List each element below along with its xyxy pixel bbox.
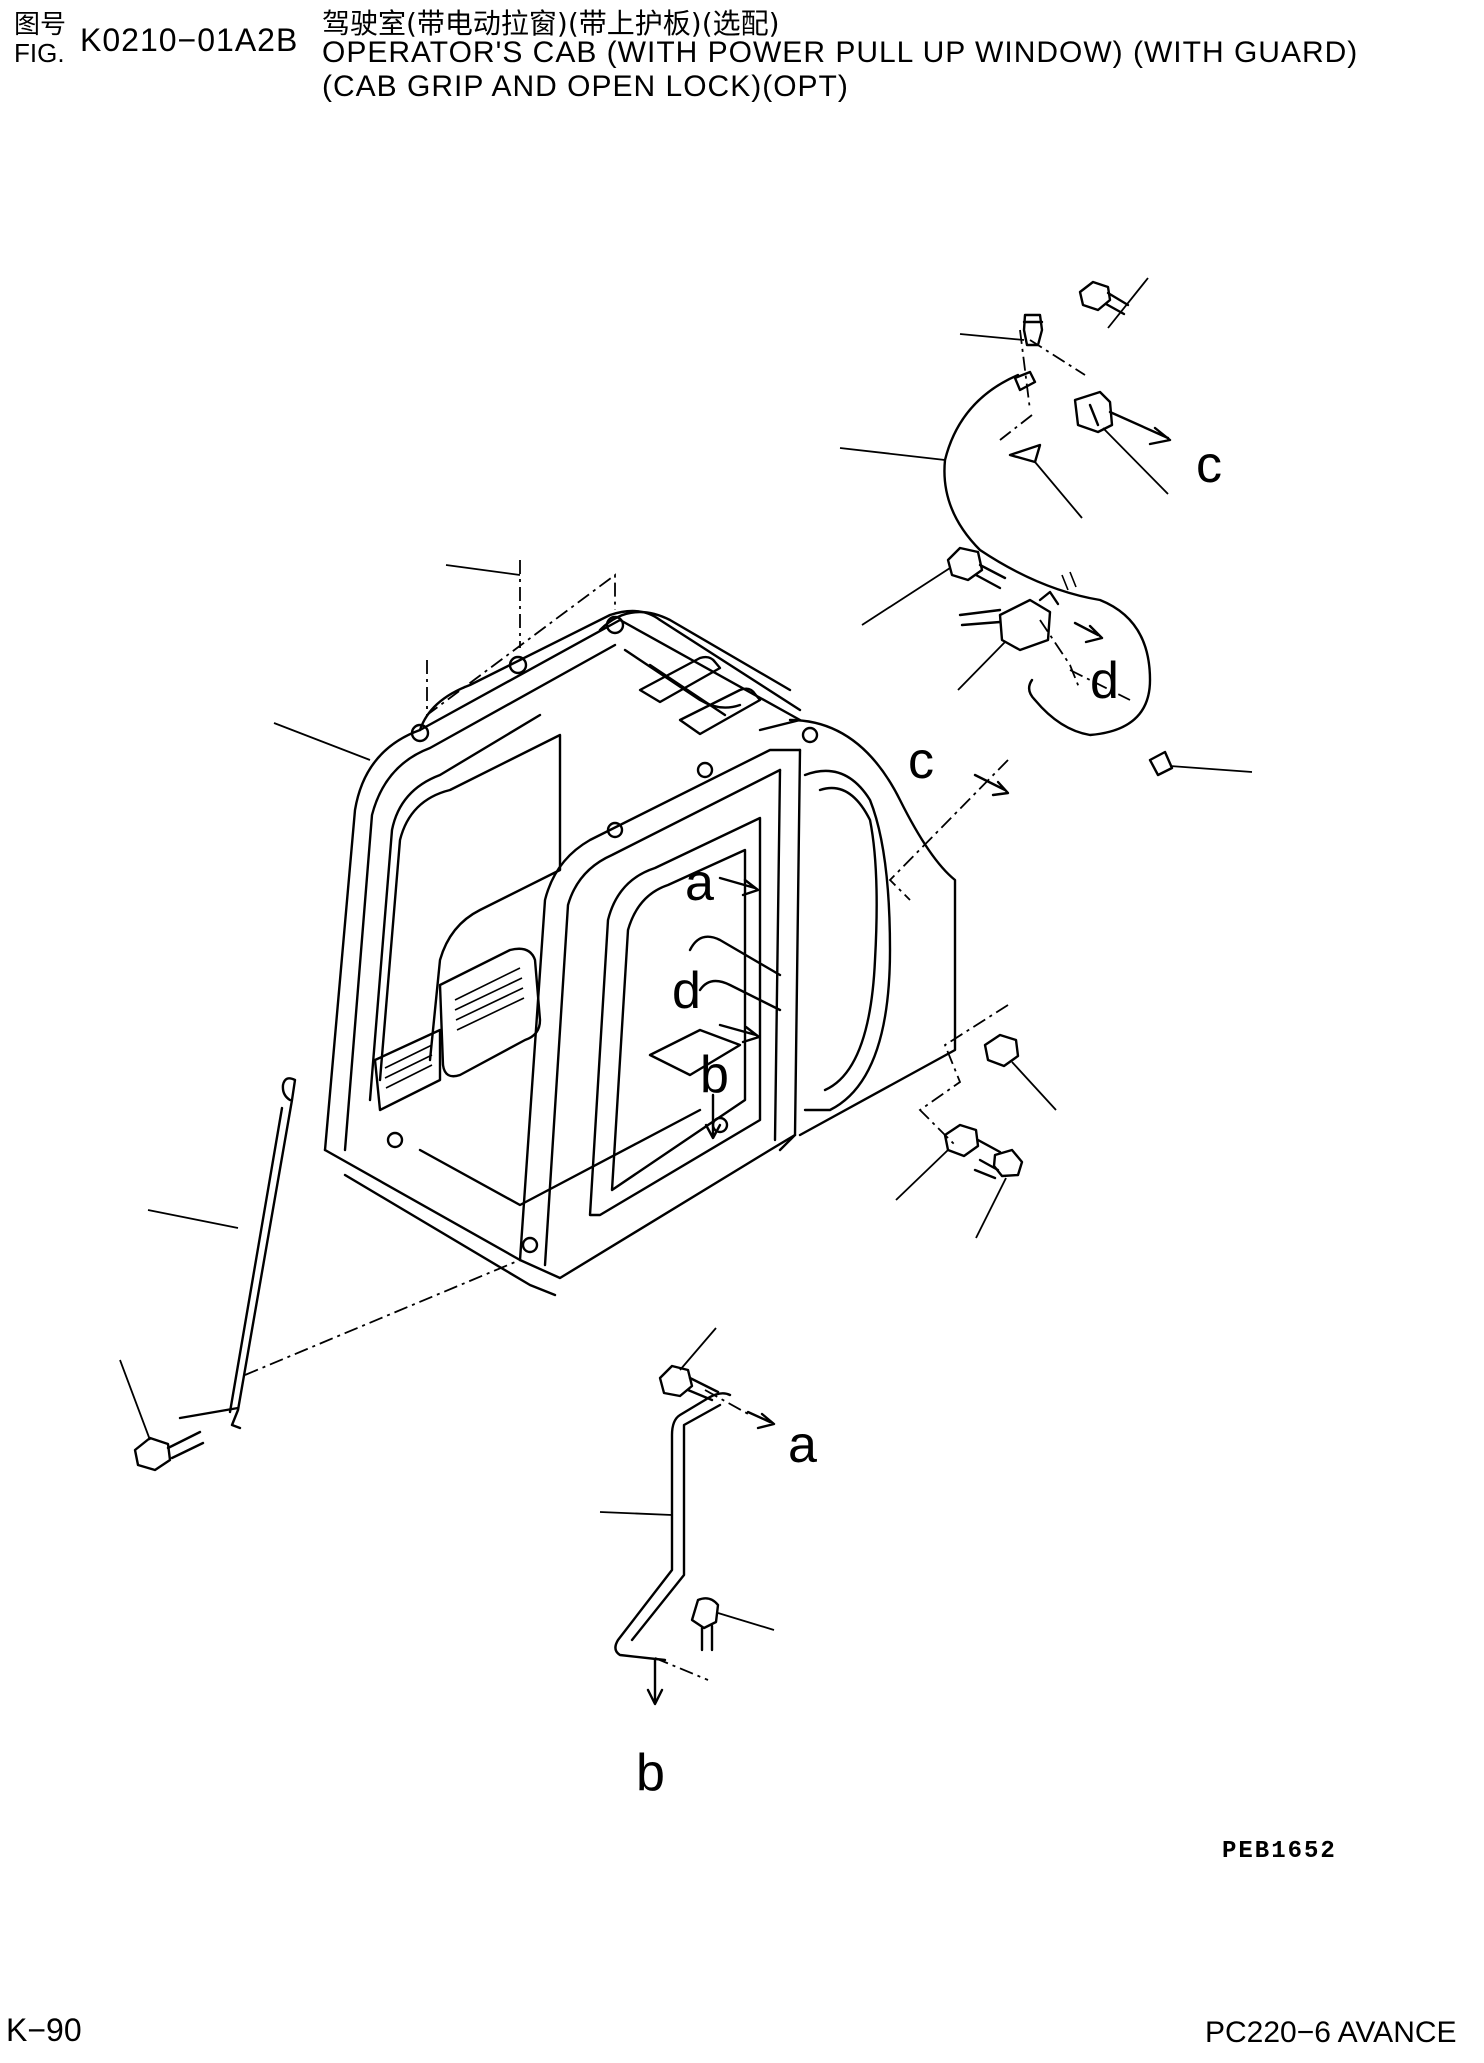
title-cn: 驾驶室(带电动拉窗)(带上护板)(选配): [322, 7, 780, 40]
callout-d-mid: d: [672, 962, 701, 1020]
arrows: [646, 410, 1172, 1706]
callout-labels: c d c a d b a b: [636, 436, 1222, 1802]
header: 图号 FIG. K0210−01A2B 驾驶室(带电动拉窗)(带上护板)(选配)…: [0, 0, 1484, 110]
grip-handle-left: [178, 1077, 297, 1430]
page-number: K−90: [6, 2012, 82, 2048]
fig-label-en: FIG.: [14, 38, 65, 68]
callout-b-mid: b: [700, 1046, 729, 1104]
leader-lines: [119, 277, 1253, 1631]
callout-d-top: d: [1090, 652, 1119, 710]
fig-label-cn: 图号: [14, 10, 67, 40]
cab-frame: [323, 609, 957, 1297]
drawing-code: PEB1652: [1222, 1838, 1337, 1865]
callout-a-mid: a: [685, 854, 714, 912]
grip-handle-center: [614, 1364, 732, 1662]
assembly-lines: [244, 329, 1131, 1681]
callout-a-low: a: [788, 1416, 817, 1474]
title-en-line1: OPERATOR'S CAB (WITH POWER PULL UP WINDO…: [322, 36, 1359, 69]
nuts-bolts-right: [943, 1033, 1024, 1180]
machine-model: PC220−6 AVANCE: [1205, 2016, 1457, 2049]
bolt-left-bottom: [133, 1430, 205, 1472]
callout-b-low: b: [636, 1744, 665, 1802]
title-en-line2: (CAB GRIP AND OPEN LOCK)(OPT): [322, 70, 849, 103]
fig-number: K0210−01A2B: [80, 22, 299, 58]
callout-c-mid: c: [908, 732, 934, 790]
lock-cable-assembly: [943, 280, 1174, 777]
callout-c-top: c: [1196, 436, 1222, 494]
